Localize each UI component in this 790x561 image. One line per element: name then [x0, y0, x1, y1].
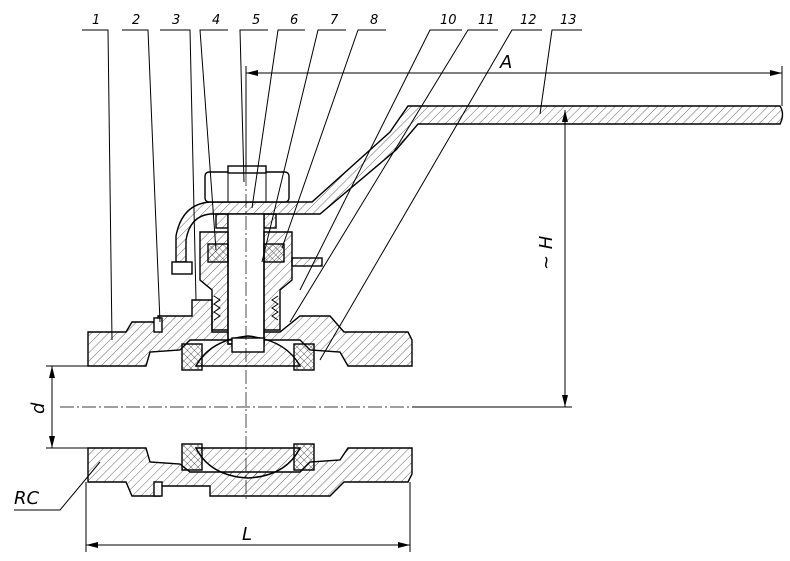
dimension-h: ~ H [412, 110, 572, 408]
part-label-5: 5 [252, 13, 260, 28]
part-label-11: 11 [478, 13, 495, 28]
part-label-6: 6 [290, 13, 298, 28]
part-label-4: 4 [212, 13, 220, 28]
part-label-1: 1 [92, 13, 100, 28]
thread-label: RC [14, 488, 40, 509]
part-label-3: 3 [172, 13, 180, 28]
dimension-a-label: A [499, 52, 512, 73]
dimension-h-label: ~ H [536, 235, 557, 270]
part-label-10: 10 [440, 13, 457, 28]
part-label-13: 13 [560, 13, 577, 28]
part-numbers: 1 2 3 4 5 6 7 8 10 11 12 13 [92, 13, 577, 28]
handle [175, 105, 784, 263]
dimension-a: A [245, 52, 783, 172]
part-label-2: 2 [132, 13, 140, 28]
thread-callout: RC [14, 461, 101, 511]
dimension-l-label: L [242, 524, 252, 545]
part-label-8: 8 [370, 13, 378, 28]
leader-lines [82, 29, 582, 361]
ball [194, 335, 302, 479]
stem-nut [204, 165, 290, 203]
dimension-d-label: d [28, 402, 49, 414]
part-label-12: 12 [520, 13, 537, 28]
dimension-l: L [85, 482, 411, 552]
dimension-d: d [28, 365, 146, 449]
part-label-7: 7 [330, 13, 339, 28]
